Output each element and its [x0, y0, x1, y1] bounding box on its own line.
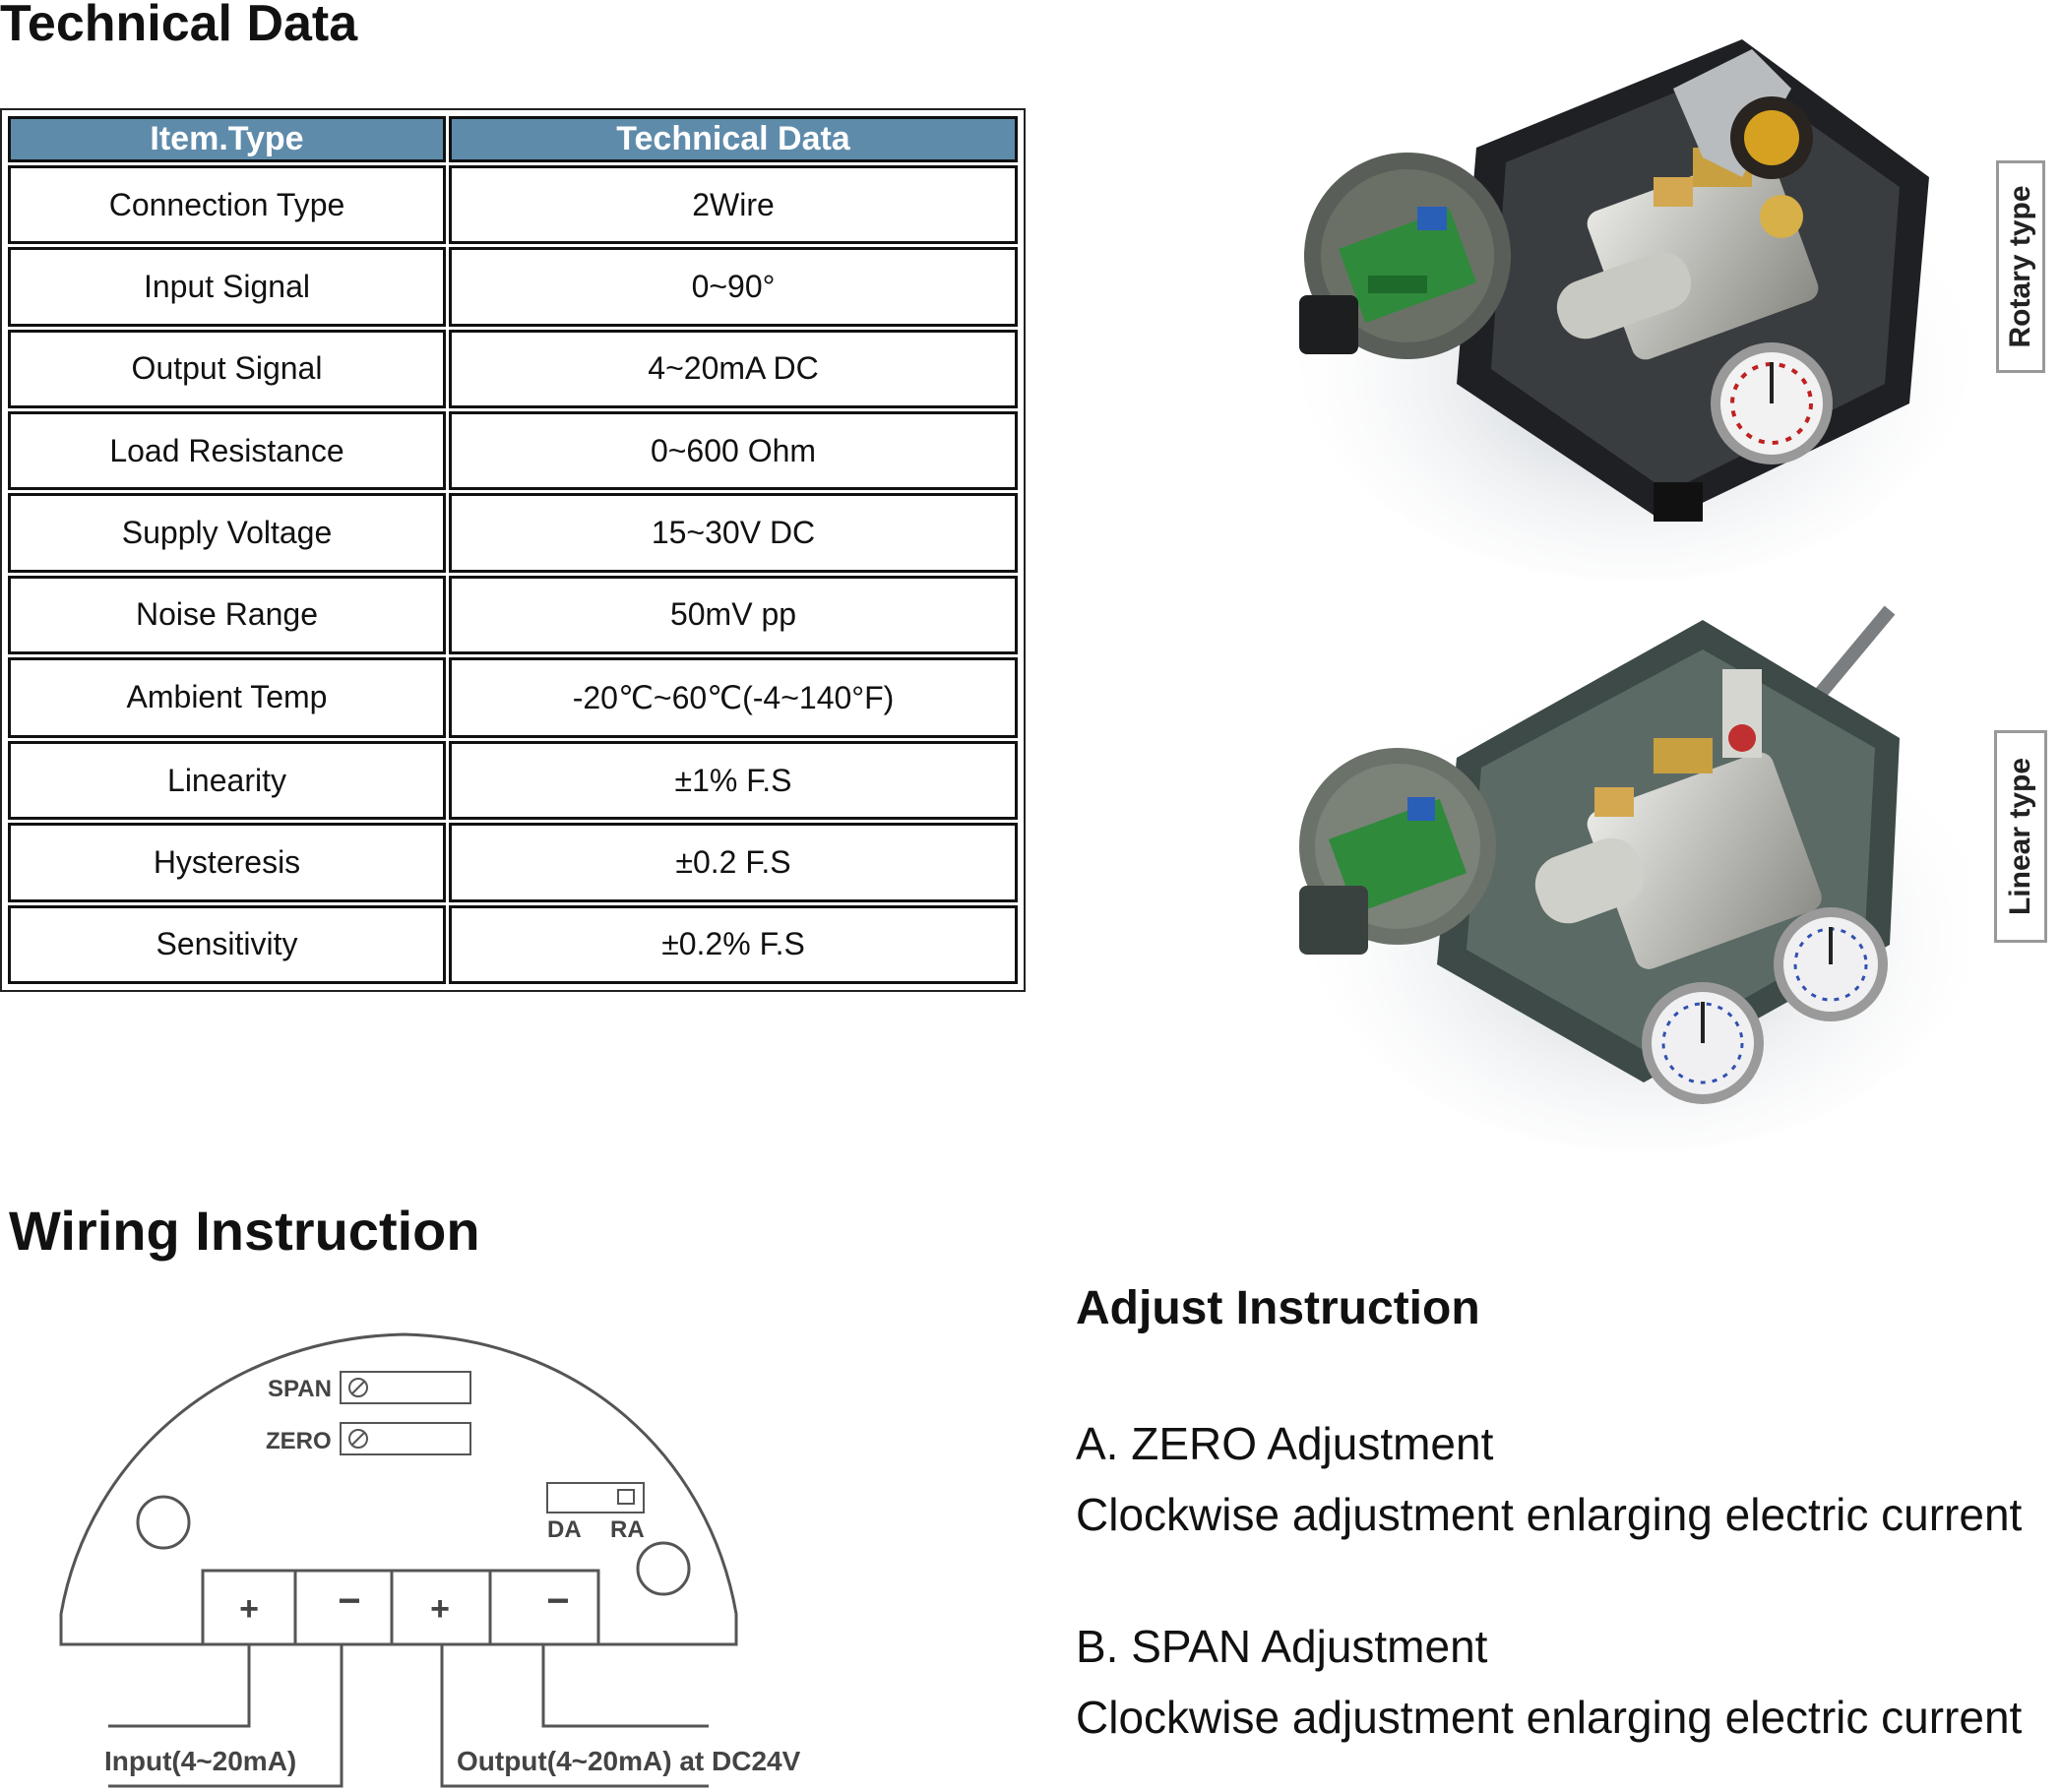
row-item: Load Resistance — [8, 410, 446, 491]
output-minus-wire — [541, 1644, 709, 1728]
row-item: Linearity — [8, 740, 446, 821]
linear-type-text: Linear type — [2004, 757, 2036, 916]
adjust-instruction-title: Adjust Instruction — [1076, 1282, 1480, 1334]
row-item: Noise Range — [8, 575, 446, 654]
row-item: Ambient Temp — [8, 656, 446, 738]
row-value: 4~20mA DC — [449, 329, 1018, 408]
span-potentiometer — [340, 1371, 471, 1404]
row-value: 50mV pp — [449, 575, 1018, 654]
zero-screw-icon — [348, 1429, 368, 1449]
terminal-input-plus: + — [239, 1590, 259, 1628]
spec-table-container: Item.Type Technical Data Connection Type… — [0, 108, 1026, 992]
span-screw-icon — [348, 1378, 368, 1397]
zero-adjustment-text: Clockwise adjustment enlarging electric … — [1076, 1489, 2023, 1540]
row-item: Supply Voltage — [8, 493, 446, 573]
table-row: Sensitivity±0.2% F.S — [8, 904, 1018, 984]
mounting-hole-left — [136, 1495, 191, 1550]
da-label: DA — [547, 1516, 582, 1543]
rotary-type-label: Rotary type — [1996, 160, 2045, 373]
ra-label: RA — [610, 1516, 645, 1543]
row-item: Connection Type — [8, 165, 446, 245]
header-technical-data: Technical Data — [449, 116, 1018, 162]
row-value: 0~600 Ohm — [449, 410, 1018, 491]
row-value: ±1% F.S — [449, 740, 1018, 821]
input-plus-wire — [108, 1644, 251, 1728]
technical-data-title: Technical Data — [0, 0, 358, 52]
row-value: 2Wire — [449, 165, 1018, 245]
zero-adjustment-heading: A. ZERO Adjustment — [1076, 1418, 1494, 1469]
spec-table: Item.Type Technical Data Connection Type… — [5, 113, 1021, 987]
row-item: Hysteresis — [8, 823, 446, 902]
table-row: Linearity±1% F.S — [8, 740, 1018, 821]
terminal-output-plus: + — [430, 1590, 450, 1628]
output-plus-wire — [440, 1644, 709, 1788]
zero-label: ZERO — [266, 1428, 332, 1454]
header-item-type: Item.Type — [8, 116, 446, 162]
table-row: Ambient Temp-20℃~60℃(-4~140°F) — [8, 656, 1018, 738]
span-adjustment-text: Clockwise adjustment enlarging electric … — [1076, 1692, 2023, 1743]
row-value: 15~30V DC — [449, 493, 1018, 573]
table-header-row: Item.Type Technical Data — [8, 116, 1018, 162]
linear-type-label: Linear type — [1994, 730, 2047, 943]
housing-outline — [59, 1332, 738, 1646]
terminal-input-minus: − — [338, 1579, 360, 1623]
input-signal-label: Input(4~20mA) — [104, 1746, 296, 1776]
rotary-type-text: Rotary type — [2004, 185, 2036, 348]
terminal-block — [201, 1569, 600, 1646]
row-value: 0~90° — [449, 247, 1018, 327]
wiring-instruction-title: Wiring Instruction — [9, 1200, 480, 1262]
span-adjustment-heading: B. SPAN Adjustment — [1076, 1621, 1488, 1672]
rotary-positioner-photo — [1299, 39, 1968, 581]
table-row: Hysteresis±0.2 F.S — [8, 823, 1018, 902]
row-item: Input Signal — [8, 247, 446, 327]
span-label: SPAN — [268, 1376, 332, 1402]
row-value: ±0.2% F.S — [449, 904, 1018, 984]
row-value: -20℃~60℃(-4~140°F) — [449, 656, 1018, 738]
mounting-hole-right — [636, 1541, 691, 1596]
row-item: Sensitivity — [8, 904, 446, 984]
wiring-diagram: SPAN ZERO DA RA + − + − Input(4~20mA) Ou… — [59, 1332, 801, 1788]
row-value: ±0.2 F.S — [449, 823, 1018, 902]
da-ra-switch — [546, 1482, 645, 1514]
output-signal-label: Output(4~20mA) at DC24V — [457, 1746, 801, 1776]
linear-positioner-photo — [1299, 605, 1968, 1151]
row-item: Output Signal — [8, 329, 446, 408]
terminal-output-minus: − — [546, 1579, 569, 1623]
zero-potentiometer — [340, 1422, 471, 1455]
input-minus-wire — [108, 1644, 344, 1788]
